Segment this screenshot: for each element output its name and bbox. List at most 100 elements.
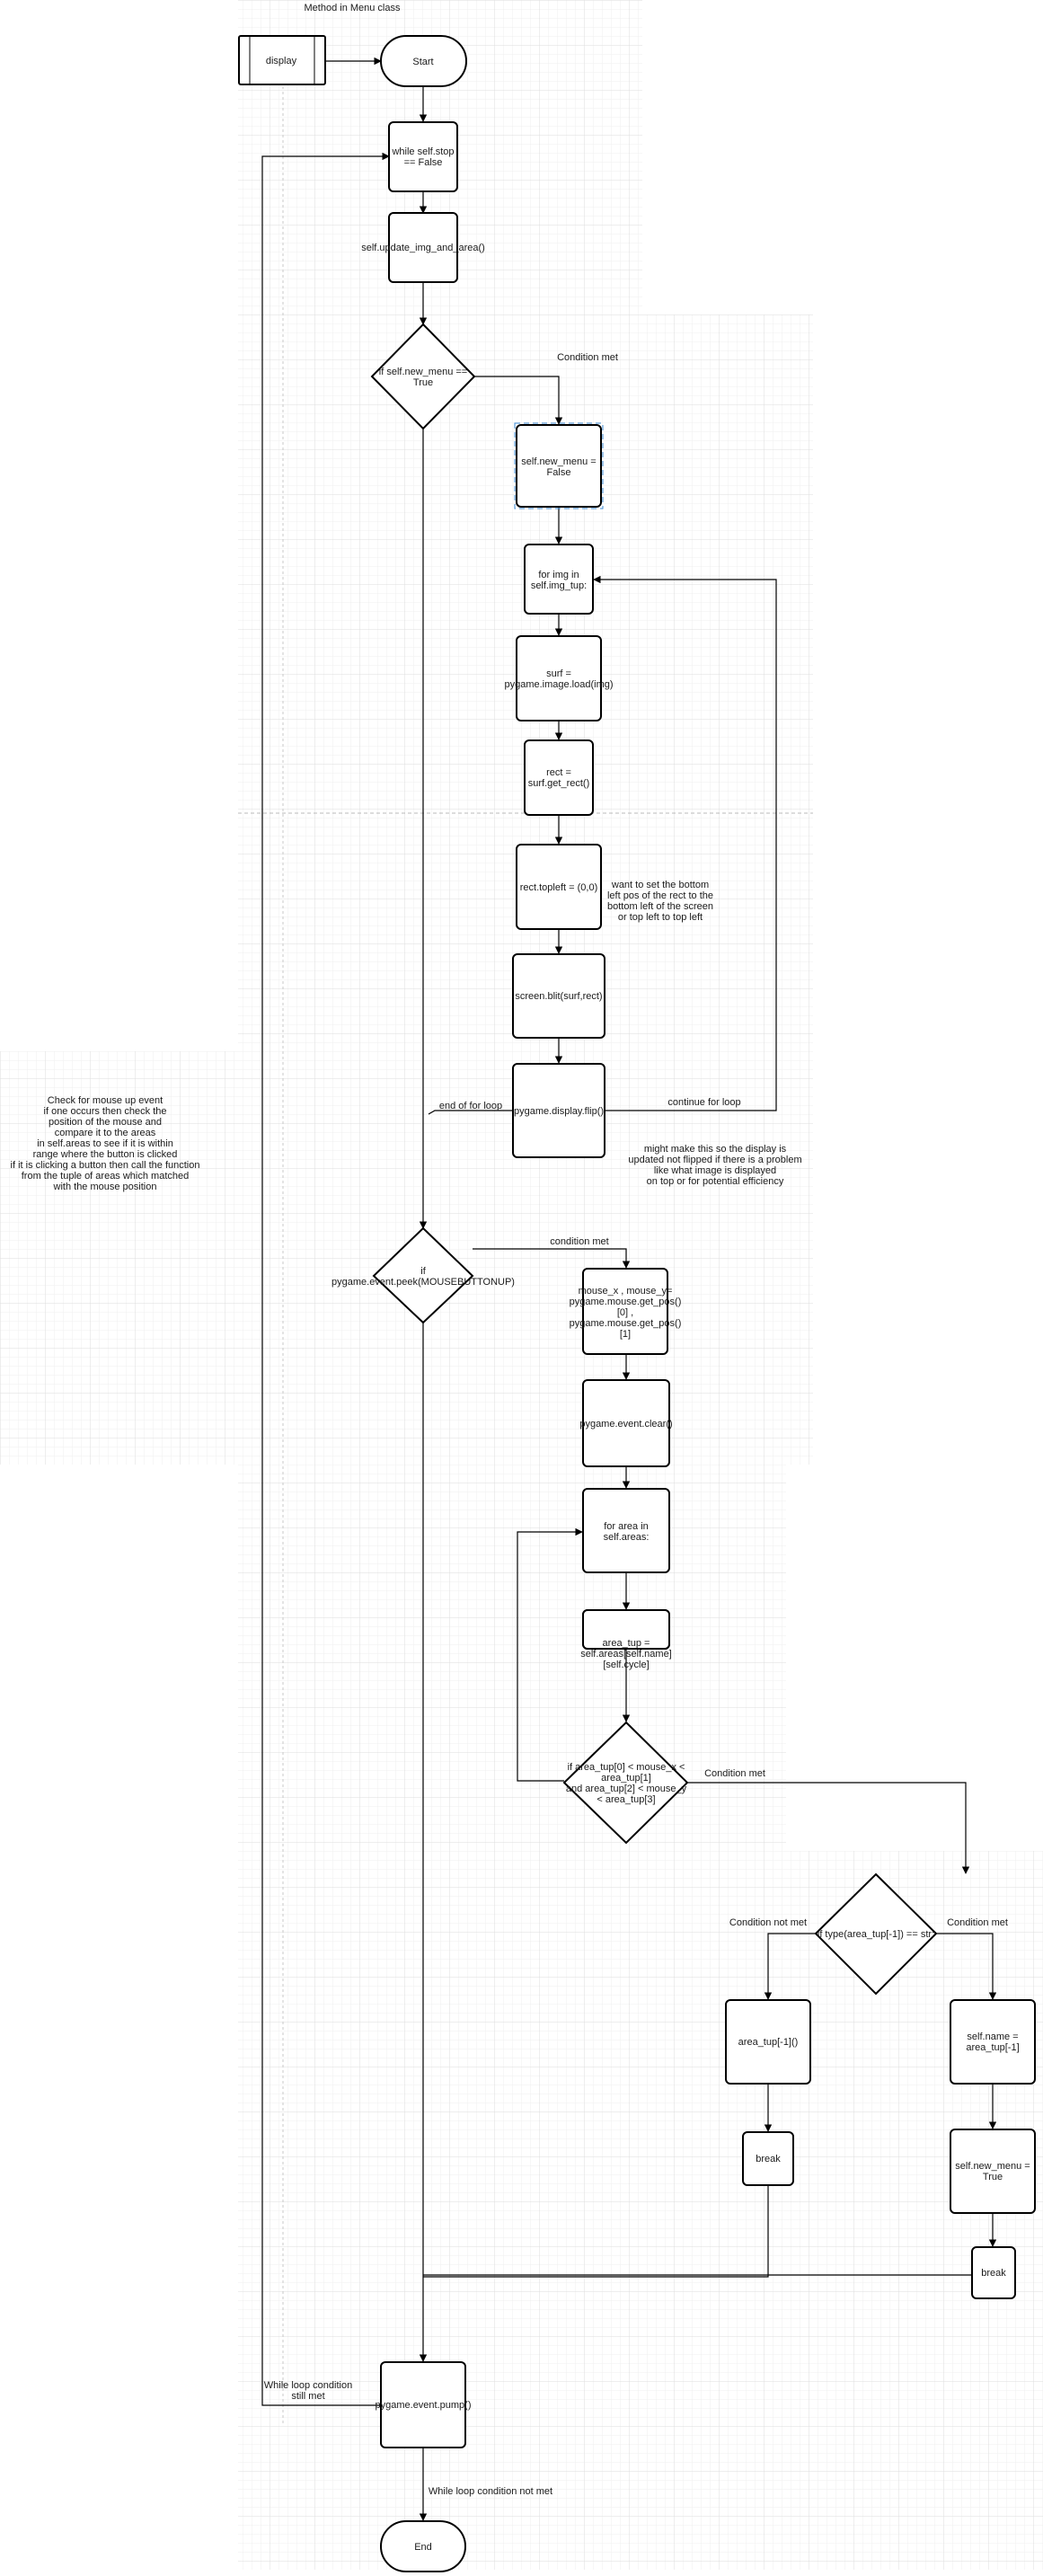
- screen-blit-label: screen.blit(surf,rect): [515, 991, 602, 1002]
- node-surf-load[interactable]: surf =pygame.image.load(img): [504, 635, 614, 721]
- edges: [261, 57, 997, 2521]
- rect-topleft-label: rect.topleft = (0,0): [520, 882, 598, 893]
- label-line: and area_tup[2] < mouse_y: [566, 1784, 687, 1794]
- label-line: surf.get_rect(): [528, 778, 589, 789]
- set-name-label: self.name =area_tup[-1]: [966, 2032, 1019, 2053]
- edge-ifbounds-iftype: [687, 1782, 970, 1874]
- node-end[interactable]: End: [380, 2520, 466, 2572]
- label-line: self.img_tup:: [531, 580, 587, 591]
- node-set-new-menu-false[interactable]: self.new_menu =False: [514, 422, 604, 509]
- label-line: < area_tup[3]: [597, 1794, 655, 1805]
- edge-label-while-not-met: While loop condition not met: [429, 2486, 552, 2497]
- label-line: for img in: [538, 570, 579, 580]
- area-tup-label: area_tup =self.areas[self.name][self.cyc…: [580, 1638, 672, 1670]
- node-area-tup[interactable]: area_tup =self.areas[self.name][self.cyc…: [580, 1609, 672, 1670]
- label-line: area_tup[-1](): [738, 2037, 799, 2048]
- label-line: updated not flipped if there is a proble…: [628, 1155, 801, 1165]
- edge-label-condition-met-2: condition met: [550, 1236, 608, 1247]
- label-line: pygame.event.pump(): [376, 2400, 472, 2411]
- label-line: for area in: [604, 1521, 649, 1532]
- node-event-clear[interactable]: pygame.event.clear(): [579, 1379, 673, 1467]
- label-line: False: [547, 467, 571, 478]
- label-line: rect =: [546, 767, 571, 778]
- label-line: left pos of the rect to the: [607, 890, 713, 901]
- label-line: still met: [291, 2391, 324, 2402]
- label-line: pygame.mouse.get_pos(): [570, 1297, 682, 1307]
- node-break-right[interactable]: break: [971, 2246, 1016, 2299]
- node-while-stop[interactable]: while self.stop== False: [388, 121, 458, 192]
- label-line: if: [420, 1266, 426, 1277]
- node-if-type-str[interactable]: if type(area_tup[-1]) == str:: [814, 1872, 938, 1996]
- label-line: True: [983, 2172, 1003, 2182]
- node-rect-topleft[interactable]: rect.topleft = (0,0): [516, 844, 602, 930]
- if-new-menu-label: if self.new_menu ==True: [379, 367, 467, 388]
- label-line: While loop condition: [264, 2380, 352, 2391]
- label-line: pygame.mouse.get_pos(): [570, 1318, 682, 1329]
- label-line: with the mouse position: [53, 1182, 157, 1192]
- edge-flip-endloop: [428, 1110, 513, 1115]
- label-line: area_tup[-1]: [966, 2042, 1019, 2053]
- label-line: or top left to top left: [618, 912, 703, 923]
- display-flip-label: pygame.display.flip(): [514, 1106, 604, 1117]
- event-clear-label: pygame.event.clear(): [579, 1419, 672, 1430]
- node-display[interactable]: display: [238, 35, 326, 85]
- label-line: [self.cycle]: [603, 1660, 649, 1670]
- label-line: [1]: [620, 1329, 631, 1340]
- label-line: screen.blit(surf,rect): [515, 991, 602, 1002]
- edge-flip-continue: [593, 575, 777, 1111]
- node-mouse-pos[interactable]: mouse_x , mouse_y=pygame.mouse.get_pos()…: [570, 1268, 682, 1355]
- edge-label-condition-met-3: Condition met: [704, 1768, 765, 1779]
- node-set-new-menu-true[interactable]: self.new_menu =True: [950, 2129, 1036, 2214]
- label-line: self.new_menu =: [521, 456, 596, 467]
- edge-iftype-call: [764, 1933, 816, 2000]
- label-line: if type(area_tup[-1]) == str:: [818, 1929, 934, 1940]
- label-line: self.update_img_and_area(): [361, 243, 485, 253]
- edge-ifbounds-loop: [517, 1527, 583, 1782]
- node-start[interactable]: Start: [380, 35, 467, 87]
- label-line: in self.areas to see if it is within: [37, 1138, 173, 1149]
- node-event-pump[interactable]: pygame.event.pump(): [376, 2361, 472, 2448]
- edge-ifmouse-mousepos: [473, 1248, 631, 1269]
- rect-get-label: rect =surf.get_rect(): [528, 767, 589, 789]
- selection-outline: [514, 422, 604, 509]
- label-line: from the tuple of areas which matched: [22, 1171, 189, 1182]
- end-label: End: [414, 2542, 432, 2553]
- label-line: while self.stop: [391, 146, 454, 157]
- node-screen-blit[interactable]: screen.blit(surf,rect): [512, 953, 605, 1039]
- edge-label-condition-not-met: Condition not met: [729, 1917, 807, 1928]
- edge-iftype-setname: [936, 1933, 997, 2000]
- node-display-flip[interactable]: pygame.display.flip(): [512, 1063, 605, 1158]
- node-rect-get[interactable]: rect =surf.get_rect(): [524, 739, 594, 816]
- label-line: range where the button is clicked: [33, 1149, 178, 1160]
- node-update-img[interactable]: self.update_img_and_area(): [361, 212, 485, 283]
- label-line: pygame.image.load(img): [504, 679, 613, 690]
- display-label: display: [266, 56, 297, 66]
- node-if-new-menu[interactable]: if self.new_menu ==True: [370, 323, 476, 430]
- start-label: Start: [412, 57, 433, 67]
- node-call-area[interactable]: area_tup[-1](): [725, 1999, 811, 2085]
- label-line: Check for mouse up event: [48, 1095, 163, 1106]
- edge-labels: Condition met condition met Condition me…: [264, 352, 1008, 2497]
- node-set-name[interactable]: self.name =area_tup[-1]: [950, 1999, 1036, 2085]
- label-line: want to set the bottom: [611, 880, 709, 890]
- call-area-label: area_tup[-1](): [738, 2037, 799, 2048]
- set-new-menu-true-label: self.new_menu =True: [955, 2161, 1030, 2182]
- while-stop-label: while self.stop== False: [391, 146, 454, 168]
- node-break-left[interactable]: break: [742, 2131, 794, 2186]
- label-line: area_tup[1]: [601, 1773, 651, 1784]
- label-line: self.new_menu =: [955, 2161, 1030, 2172]
- node-if-area-bounds[interactable]: if area_tup[0] < mouse_x <area_tup[1]and…: [562, 1721, 689, 1845]
- label-line: if it is clicking a button then call the…: [11, 1160, 200, 1171]
- label-line: self.name =: [967, 2032, 1018, 2042]
- mouse-pos-label: mouse_x , mouse_y=pygame.mouse.get_pos()…: [570, 1286, 682, 1340]
